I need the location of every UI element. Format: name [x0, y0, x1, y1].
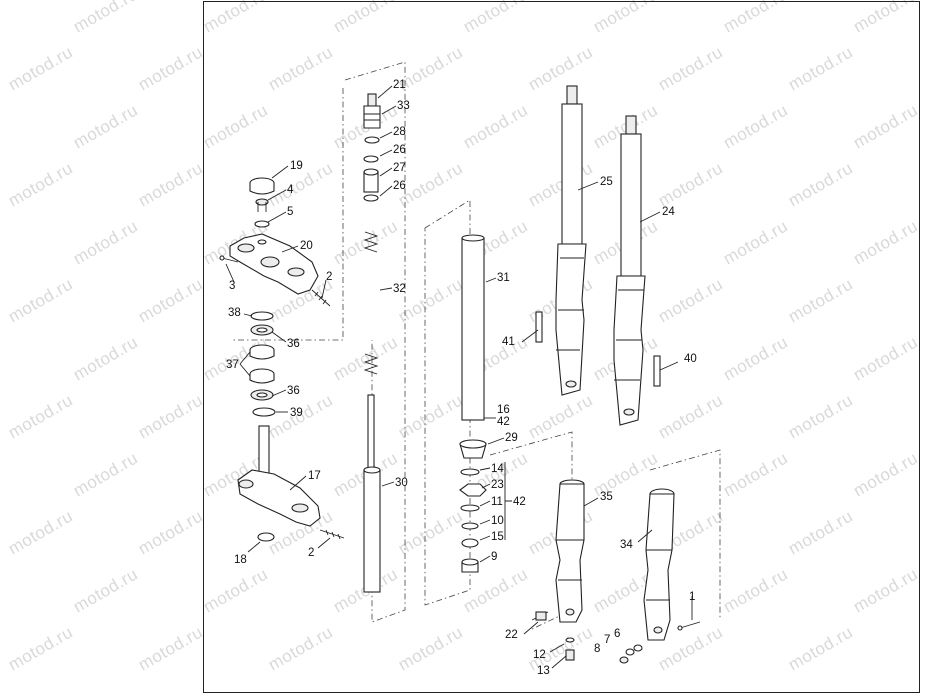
callout-36-lower: 36 [287, 385, 300, 397]
callout-41: 41 [502, 336, 515, 348]
part-26-washer-upper [363, 155, 379, 163]
callout-16: 16 [497, 404, 510, 416]
callout-12: 12 [533, 649, 546, 661]
part-1-pin [677, 621, 701, 631]
part-6-oring [633, 644, 643, 652]
callout-13: 13 [537, 665, 550, 677]
part-23-seal [459, 483, 487, 497]
part-18-clip [257, 532, 275, 542]
part-26-washer-lower [363, 194, 379, 202]
callout-42-lower: 42 [513, 496, 526, 508]
part-36-bearing-lower [250, 389, 274, 401]
part-37-race-lower [249, 368, 275, 384]
callout-30: 30 [395, 477, 408, 489]
part-38-seal [250, 311, 274, 321]
part-8-screw [619, 656, 629, 664]
callout-3: 3 [229, 280, 235, 292]
callout-6: 6 [614, 628, 620, 640]
callout-17: 17 [308, 470, 321, 482]
callout-2-upper: 2 [326, 271, 332, 283]
callout-37: 37 [226, 359, 239, 371]
part-34-outer-tube [643, 488, 675, 641]
part-7-washer [625, 648, 635, 656]
part-19-cap [249, 177, 275, 195]
callout-10: 10 [491, 515, 504, 527]
part-37-race-upper [249, 344, 275, 360]
part-10-bushing [461, 522, 479, 530]
part-9-lock [461, 558, 479, 573]
callout-9: 9 [491, 551, 497, 563]
part-5-washer [254, 220, 270, 228]
part-15-bushing [461, 538, 479, 548]
part-39-seal [252, 407, 276, 417]
part-12-washer [565, 637, 575, 643]
callout-1: 1 [689, 591, 695, 603]
part-40-reflector [653, 355, 661, 387]
part-31-inner-tube [461, 234, 485, 421]
callout-20: 20 [300, 240, 313, 252]
part-25-fork-leg [555, 85, 587, 396]
callout-26-lower: 26 [393, 180, 406, 192]
callout-29: 29 [505, 432, 518, 444]
part-28-oring [364, 136, 380, 144]
part-11-washer [460, 504, 480, 512]
part-17-lower-bracket [237, 425, 321, 527]
leader-lines [225, 85, 693, 669]
part-24-fork-leg [613, 115, 646, 426]
callout-39: 39 [290, 407, 303, 419]
callout-4: 4 [287, 184, 294, 196]
callout-7: 7 [604, 634, 610, 646]
part-3-bolt [219, 255, 239, 263]
callout-25: 25 [600, 176, 613, 188]
callout-11: 11 [491, 496, 503, 508]
part-29-dust-seal [459, 439, 487, 459]
callout-23: 23 [491, 479, 504, 491]
part-30-damper-rod [363, 394, 381, 593]
part-32-spring [363, 231, 379, 375]
callout-35: 35 [600, 491, 613, 503]
callout-36-upper: 36 [287, 338, 300, 350]
part-2-pinch-bolt-upper [311, 289, 331, 307]
callout-27: 27 [393, 162, 406, 174]
callout-8: 8 [594, 643, 600, 655]
callout-32: 32 [393, 283, 406, 295]
part-20-upper-bracket [229, 233, 319, 295]
part-33-cap-bolt [363, 105, 381, 129]
callout-24: 24 [662, 206, 675, 218]
diagram-frame [203, 1, 920, 693]
callout-34: 34 [620, 539, 633, 551]
assembly-guide-lines [233, 61, 721, 631]
callout-33: 33 [397, 100, 410, 112]
part-22-bolt [531, 611, 549, 621]
part-13-drain-bolt [565, 649, 575, 661]
part-21-adjuster [367, 93, 377, 107]
callout-18: 18 [234, 554, 247, 566]
part-35-outer-tube [555, 479, 585, 623]
callout-19: 19 [290, 160, 303, 172]
part-27-spacer [363, 168, 379, 193]
callout-26-upper: 26 [393, 144, 406, 156]
callout-2-lower: 2 [308, 547, 314, 559]
callout-28: 28 [393, 126, 406, 138]
part-4-nut [255, 198, 269, 212]
part-36-bearing-upper [250, 324, 274, 336]
part-41-reflector [535, 311, 543, 343]
callout-14: 14 [491, 463, 504, 475]
callout-42-upper: 42 [497, 416, 510, 428]
callout-15: 15 [491, 531, 504, 543]
callout-5: 5 [287, 206, 293, 218]
part-14-clip [460, 468, 480, 476]
callout-21: 21 [393, 79, 406, 91]
callout-labels: 19 4 5 20 3 2 38 36 37 36 39 17 18 2 21 … [226, 79, 697, 677]
callout-40: 40 [684, 353, 697, 365]
callout-31: 31 [497, 272, 510, 284]
part-2-pinch-bolt-lower [319, 529, 345, 540]
callout-22: 22 [505, 629, 518, 641]
callout-38: 38 [228, 307, 241, 319]
